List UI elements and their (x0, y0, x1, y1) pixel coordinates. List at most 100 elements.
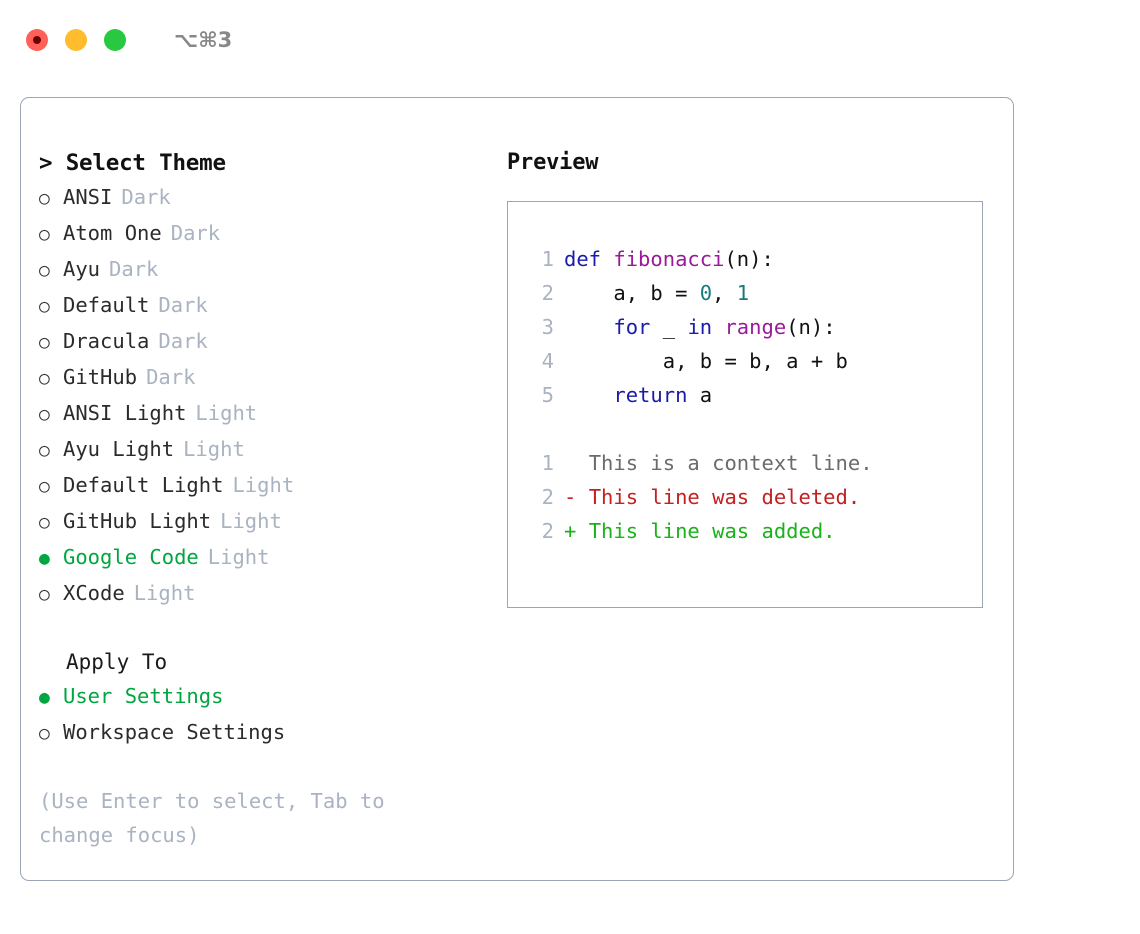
theme-option-label: Default Light (63, 473, 224, 497)
radio-selected-icon: ● (39, 687, 50, 708)
diff-sample: 1 This is a context line.2- This line wa… (524, 446, 982, 548)
code-line-content: a, b = 0, 1 (564, 276, 749, 310)
code-token-num: 0 (699, 281, 713, 305)
code-line: 2 a, b = 0, 1 (524, 276, 982, 310)
code-token-kw: def (564, 247, 614, 271)
theme-option-variant-tag: Light (183, 437, 245, 461)
close-button[interactable] (26, 29, 48, 51)
theme-option-label: Atom One (63, 221, 162, 245)
theme-option-default-light[interactable]: ○ Default Light Light (39, 468, 499, 504)
code-token-punc: (n): (724, 247, 774, 271)
line-number: 2 (541, 485, 554, 509)
theme-option-label: ANSI (63, 185, 113, 209)
radio-unselected-icon: ○ (39, 723, 50, 744)
code-token-txt: _ (650, 315, 688, 339)
code-line-content: def fibonacci(n): (564, 242, 774, 276)
diff-line-text: This is a context line. (588, 451, 873, 475)
theme-option-variant-tag: Dark (170, 221, 221, 245)
select-theme-heading: > Select Theme (39, 150, 226, 176)
theme-option-variant-tag: Dark (146, 365, 196, 389)
diff-marker (564, 446, 589, 480)
line-number: 2 (541, 281, 554, 305)
line-number: 1 (541, 247, 554, 271)
theme-option-label: Ayu (63, 257, 101, 281)
diff-marker: - (564, 485, 589, 509)
window-shortcut-label: ⌥⌘3 (174, 28, 233, 52)
line-number: 1 (541, 451, 554, 475)
code-line: 5 return a (524, 378, 982, 412)
radio-unselected-icon: ○ (39, 476, 50, 497)
code-token-txt: , (712, 281, 737, 305)
code-token-kw: in (687, 315, 713, 339)
minimize-button[interactable] (65, 29, 87, 51)
apply-to-option-user-settings[interactable]: ● User Settings (39, 679, 499, 715)
line-number: 2 (541, 519, 554, 543)
diff-line-ctx: 1 This is a context line. (524, 446, 982, 480)
diff-line-del: 2- This line was deleted. (524, 480, 982, 514)
code-token-fn: range (724, 315, 787, 339)
apply-to-heading: Apply To (66, 650, 168, 674)
code-spacer (524, 412, 982, 446)
theme-option-github[interactable]: ○ GitHub Dark (39, 360, 499, 396)
theme-option-label: ANSI Light (63, 401, 187, 425)
apply-to-option-workspace-settings[interactable]: ○ Workspace Settings (39, 715, 499, 751)
theme-option-label: GitHub (63, 365, 138, 389)
radio-unselected-icon: ○ (39, 296, 50, 317)
keyboard-hint-text: (Use Enter to select, Tab to change focu… (39, 789, 397, 847)
theme-option-variant-tag: Light (220, 509, 282, 533)
code-token-punc: (n): (786, 315, 836, 339)
traffic-light-group (26, 29, 126, 51)
theme-option-label: Default (63, 293, 150, 317)
theme-option-variant-tag: Dark (158, 329, 208, 353)
code-line-content: a, b = b, a + b (564, 344, 848, 378)
theme-option-default[interactable]: ○ Default Dark (39, 288, 499, 324)
theme-option-variant-tag: Dark (109, 257, 159, 281)
code-token-kw: return (613, 383, 688, 407)
diff-line-text: This line was deleted. (588, 485, 861, 509)
theme-option-variant-tag: Light (207, 545, 270, 569)
theme-option-label: Dracula (63, 329, 150, 353)
radio-unselected-icon: ○ (39, 188, 50, 209)
line-number: 5 (541, 383, 554, 407)
theme-option-variant-tag: Light (133, 581, 196, 605)
maximize-button[interactable] (104, 29, 126, 51)
theme-option-xcode[interactable]: ○ XCode Light (39, 576, 499, 612)
theme-option-variant-tag: Light (195, 401, 258, 425)
theme-option-atom-one[interactable]: ○ Atom One Dark (39, 216, 499, 252)
theme-option-variant-tag: Dark (158, 293, 208, 317)
theme-option-variant-tag: Light (232, 473, 295, 497)
code-line-content: for _ in range(n): (564, 310, 836, 344)
code-line-content: return a (564, 378, 712, 412)
theme-option-label: XCode (63, 581, 125, 605)
apply-to-option-list[interactable]: ● User Settings ○ Workspace Settings (39, 679, 499, 751)
radio-unselected-icon: ○ (39, 440, 50, 461)
code-token-fn: fibonacci (613, 247, 725, 271)
diff-marker: + (564, 519, 589, 543)
code-token-txt (564, 383, 613, 407)
code-line: 1 def fibonacci(n): (524, 242, 982, 276)
preview-heading: Preview (507, 150, 599, 175)
diff-line-text: This line was added. (588, 519, 836, 543)
apply-to-section: Apply To ● User Settings ○ Workspace Settin… (39, 645, 499, 751)
apply-to-option-label: Workspace Settings (63, 720, 286, 744)
radio-unselected-icon: ○ (39, 584, 50, 605)
radio-unselected-icon: ○ (39, 512, 50, 533)
diff-line-add: 2 + This line was added. (524, 514, 982, 548)
code-token-txt (564, 315, 613, 339)
code-line: 3 for _ in range(n): (524, 310, 982, 344)
apply-to-option-label: User Settings (63, 684, 224, 708)
radio-unselected-icon: ○ (39, 224, 50, 245)
radio-unselected-icon: ○ (39, 368, 50, 389)
